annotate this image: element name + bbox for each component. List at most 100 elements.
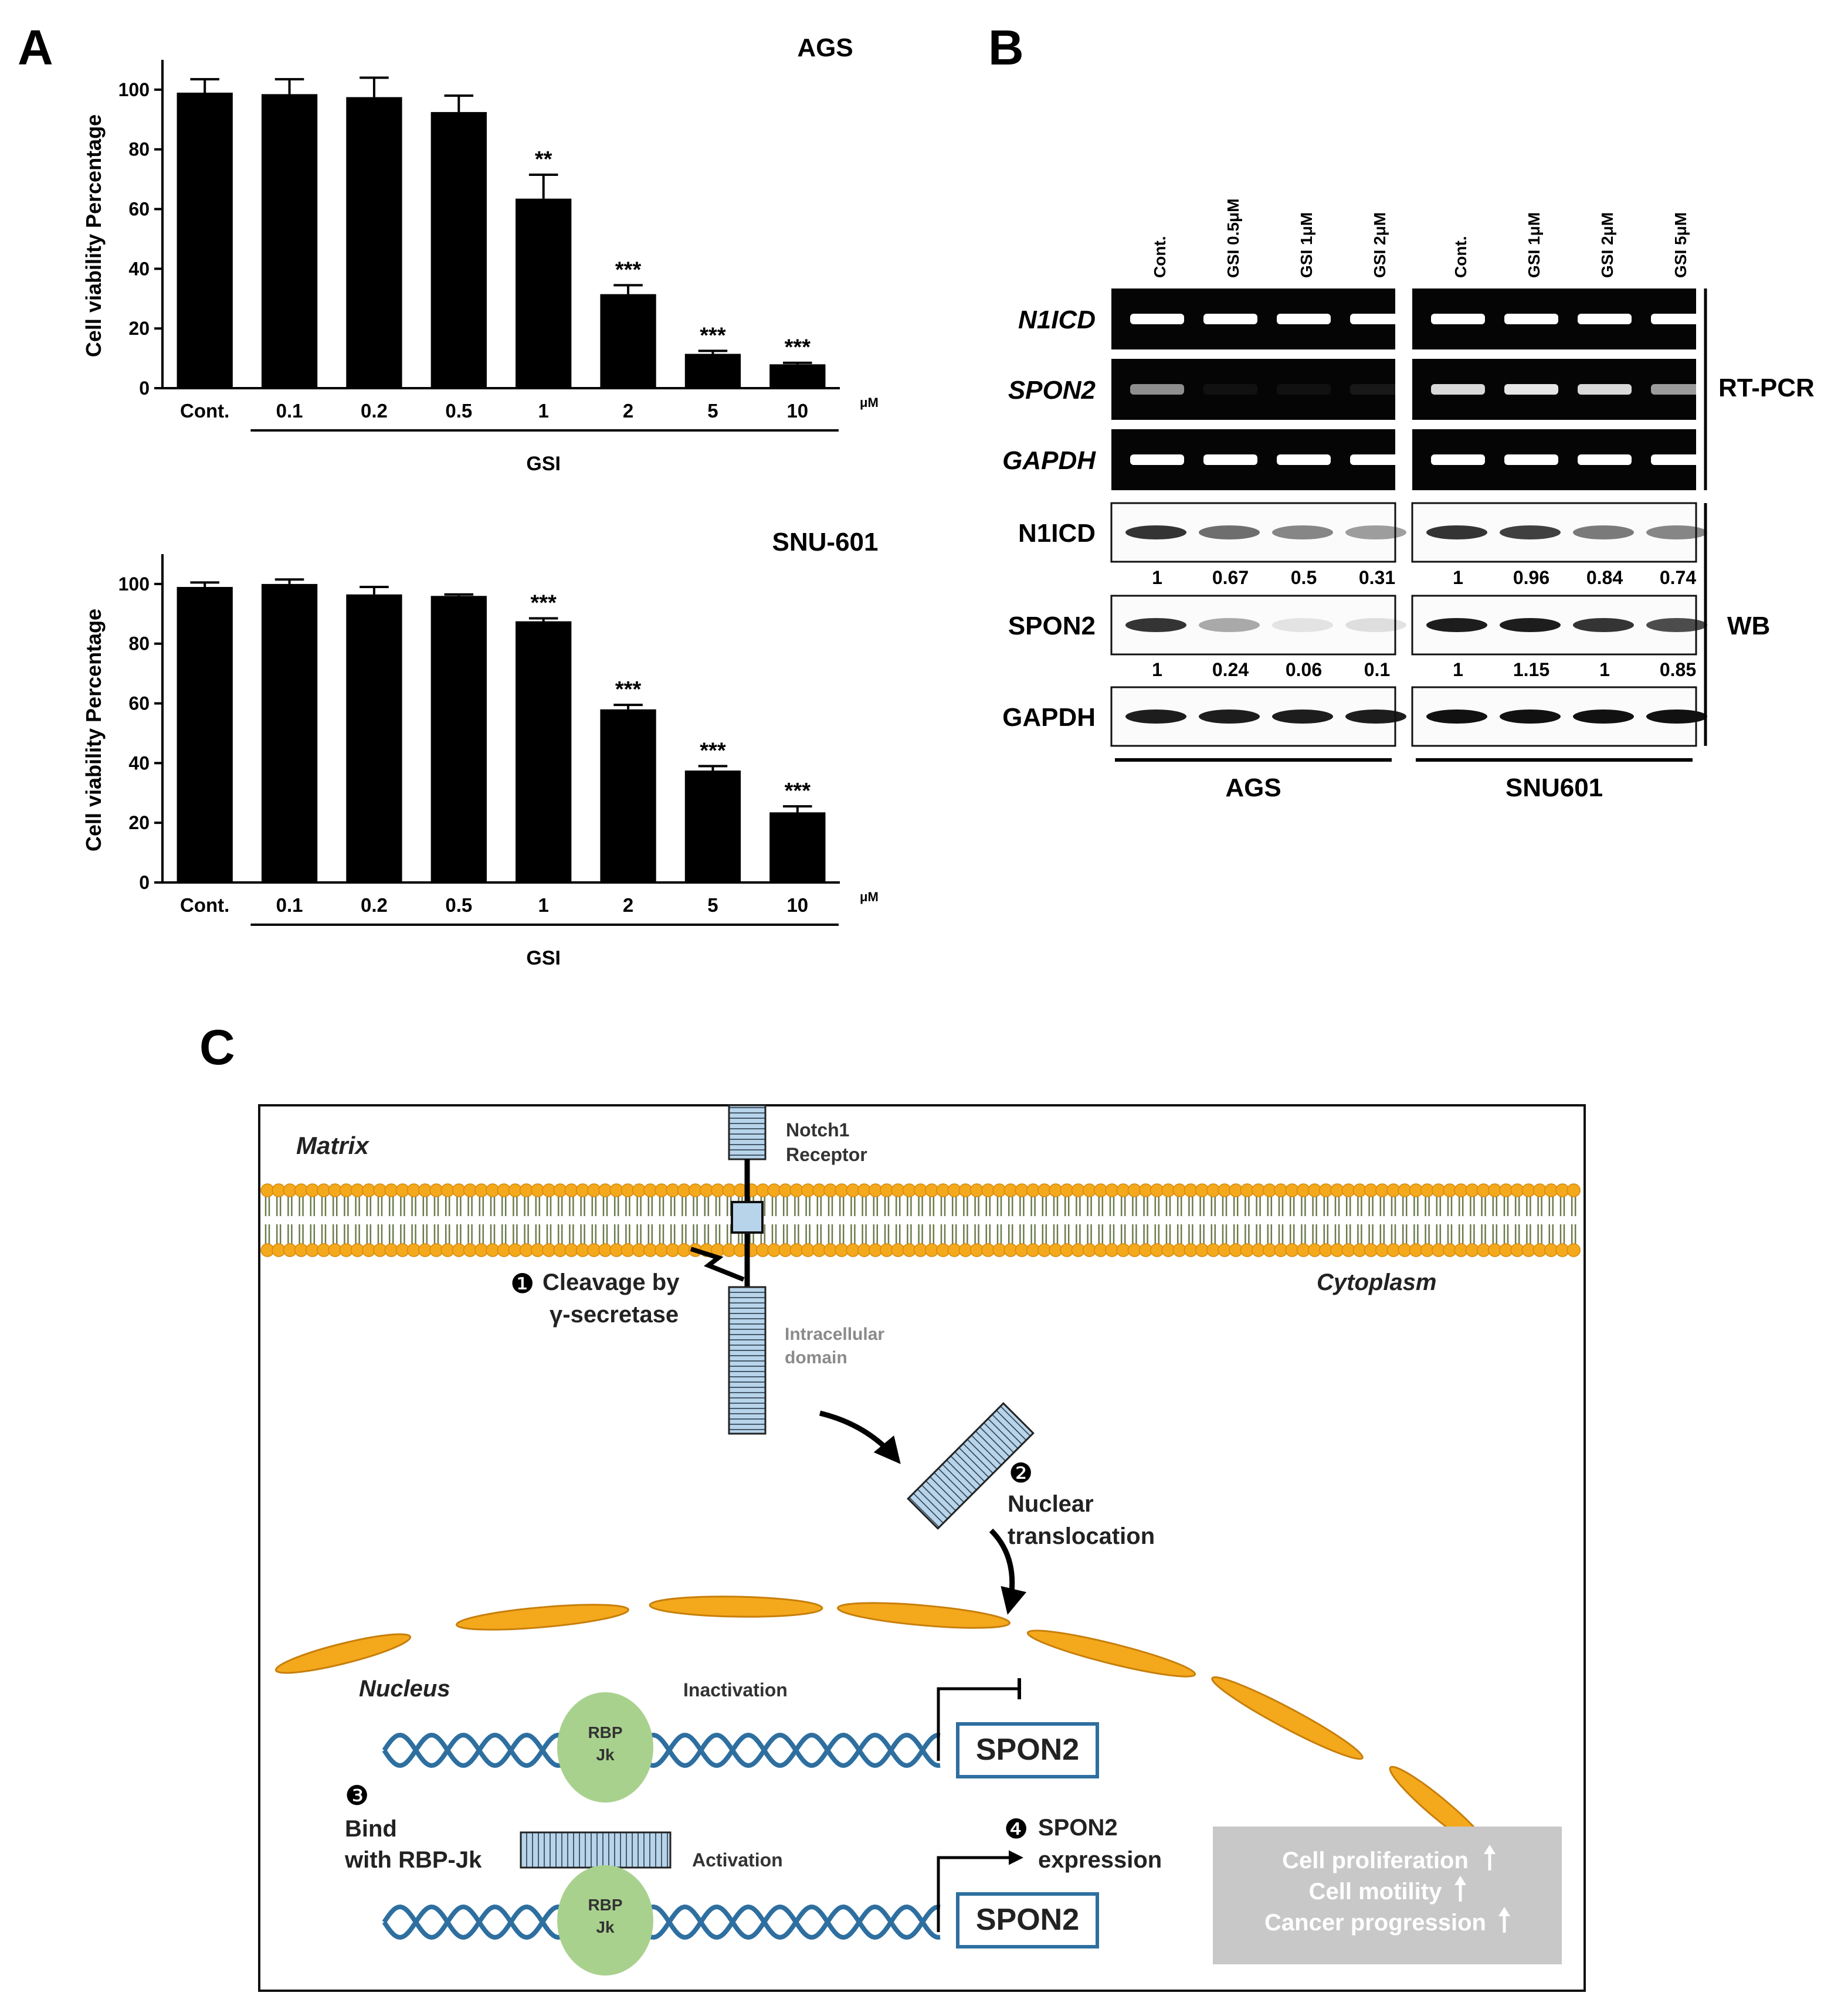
- blot-band: [1272, 525, 1333, 539]
- group-label: SNU601: [1505, 773, 1603, 802]
- gel-band: [1578, 454, 1632, 465]
- y-tick-label: 20: [128, 812, 150, 833]
- rbp-lower-line2: Jk: [596, 1918, 615, 1936]
- step3-line1: Bind: [345, 1816, 397, 1842]
- significance-label: **: [535, 147, 552, 172]
- gel-band: [1350, 314, 1404, 324]
- outcome-item: Cancer progression: [1264, 1910, 1486, 1936]
- bar: [261, 94, 318, 388]
- lane-label: Cont.: [1151, 236, 1169, 278]
- rt-label: RT-PCR: [1718, 374, 1815, 402]
- wb-row-label: SPON2: [1008, 612, 1096, 640]
- dna-helix-upper: [382, 1732, 941, 1768]
- significance-label: ***: [531, 590, 557, 615]
- x-tick-label: Cont.: [180, 894, 229, 916]
- cytoplasm-label: Cytoplasm: [1317, 1269, 1437, 1295]
- x-tick-label: 1: [538, 894, 549, 916]
- chart-title: AGS: [797, 33, 853, 62]
- bar: [346, 594, 402, 882]
- translocation-arrow-2: [989, 1528, 1027, 1615]
- significance-label: ***: [785, 779, 811, 803]
- blot-band: [1500, 525, 1561, 539]
- increase-arrow-head: [1484, 1845, 1496, 1854]
- quant-value: 0.06: [1286, 659, 1322, 680]
- x-axis-label: GSI: [526, 453, 561, 475]
- blot-band: [1500, 618, 1561, 632]
- quant-value: 1: [1453, 659, 1463, 680]
- dna-helix-lower: [382, 1904, 941, 1940]
- y-tick-label: 60: [128, 693, 150, 714]
- wb-label: WB: [1727, 612, 1770, 640]
- step2-line2: translocation: [1008, 1523, 1155, 1549]
- icd-label-line1: Intracellular: [785, 1325, 884, 1344]
- quant-value: 0.96: [1513, 567, 1549, 588]
- gel-band: [1277, 454, 1331, 465]
- blot-band: [1199, 618, 1260, 632]
- y-tick-label: 0: [139, 872, 150, 893]
- gel-band: [1651, 384, 1705, 395]
- quant-value: 0.67: [1212, 567, 1249, 588]
- panel-c-label: C: [199, 1020, 235, 1075]
- x-tick-label: 2: [623, 894, 633, 916]
- quant-value: 1: [1152, 567, 1162, 588]
- receptor-extracellular-domain: [728, 1104, 767, 1160]
- receptor-label-line2: Receptor: [786, 1144, 867, 1165]
- gel-band: [1203, 384, 1257, 395]
- rbp-upper-line2: Jk: [596, 1746, 615, 1764]
- gel-band: [1277, 314, 1331, 324]
- x-tick-label: 0.2: [361, 400, 388, 422]
- increase-arrow-head: [1498, 1907, 1510, 1916]
- significance-label: ***: [615, 677, 642, 702]
- rbp-lower-line1: RBP: [588, 1896, 622, 1914]
- outcome-item: Cell proliferation: [1282, 1848, 1469, 1873]
- x-tick-label: 5: [707, 400, 718, 422]
- unit-label: μM: [860, 395, 879, 410]
- gel-band: [1203, 454, 1257, 465]
- nucleus-label: Nucleus: [359, 1676, 450, 1702]
- inactivation-label: Inactivation: [683, 1679, 788, 1700]
- y-tick-label: 40: [128, 258, 150, 279]
- gene-box-lower: [956, 1892, 1099, 1948]
- rbp-jk-lower: [557, 1865, 653, 1975]
- y-tick-label: 40: [128, 752, 150, 773]
- cell-membrane: [260, 1183, 1581, 1257]
- blot-band: [1500, 710, 1561, 724]
- rbp-upper-line1: RBP: [588, 1723, 622, 1742]
- activation-label: Activation: [692, 1849, 783, 1871]
- lane-label: GSI 1μM: [1297, 212, 1315, 278]
- bar: [177, 587, 233, 882]
- rt-row-label: N1ICD: [1018, 305, 1096, 334]
- blot-band: [1646, 525, 1707, 539]
- intracellular-domain: [728, 1286, 767, 1435]
- dna-strand: [382, 1732, 941, 1768]
- quant-value: 0.5: [1291, 567, 1317, 588]
- step3-number: ❸: [345, 1780, 369, 1811]
- receptor-transmembrane-domain: [731, 1201, 764, 1234]
- outcome-box: [1213, 1827, 1562, 1964]
- x-tick-label: 5: [707, 894, 718, 916]
- gene-label-upper: SPON2: [976, 1733, 1079, 1767]
- gel-band: [1130, 384, 1184, 395]
- panel-a-label: A: [18, 20, 53, 75]
- repression-arrow: [937, 1687, 1019, 1761]
- rt-row-label: SPON2: [1008, 376, 1096, 405]
- notch1-receptor: [690, 1104, 767, 1435]
- envelope-segment: [456, 1604, 629, 1631]
- x-tick-label: 0.1: [276, 894, 303, 916]
- quant-value: 1: [1152, 659, 1162, 680]
- unit-label: μM: [860, 890, 879, 904]
- gel-band: [1431, 314, 1485, 324]
- icd-label-line2: domain: [785, 1348, 847, 1367]
- blot-band: [1573, 618, 1634, 632]
- quant-value: 0.24: [1212, 659, 1249, 680]
- quant-value: 1: [1453, 567, 1463, 588]
- blot-band: [1272, 618, 1333, 632]
- x-tick-label: 0.1: [276, 400, 303, 422]
- gel-band: [1431, 454, 1485, 465]
- gel-band: [1203, 314, 1257, 324]
- y-axis-label: Cell viability Percentage: [82, 114, 106, 357]
